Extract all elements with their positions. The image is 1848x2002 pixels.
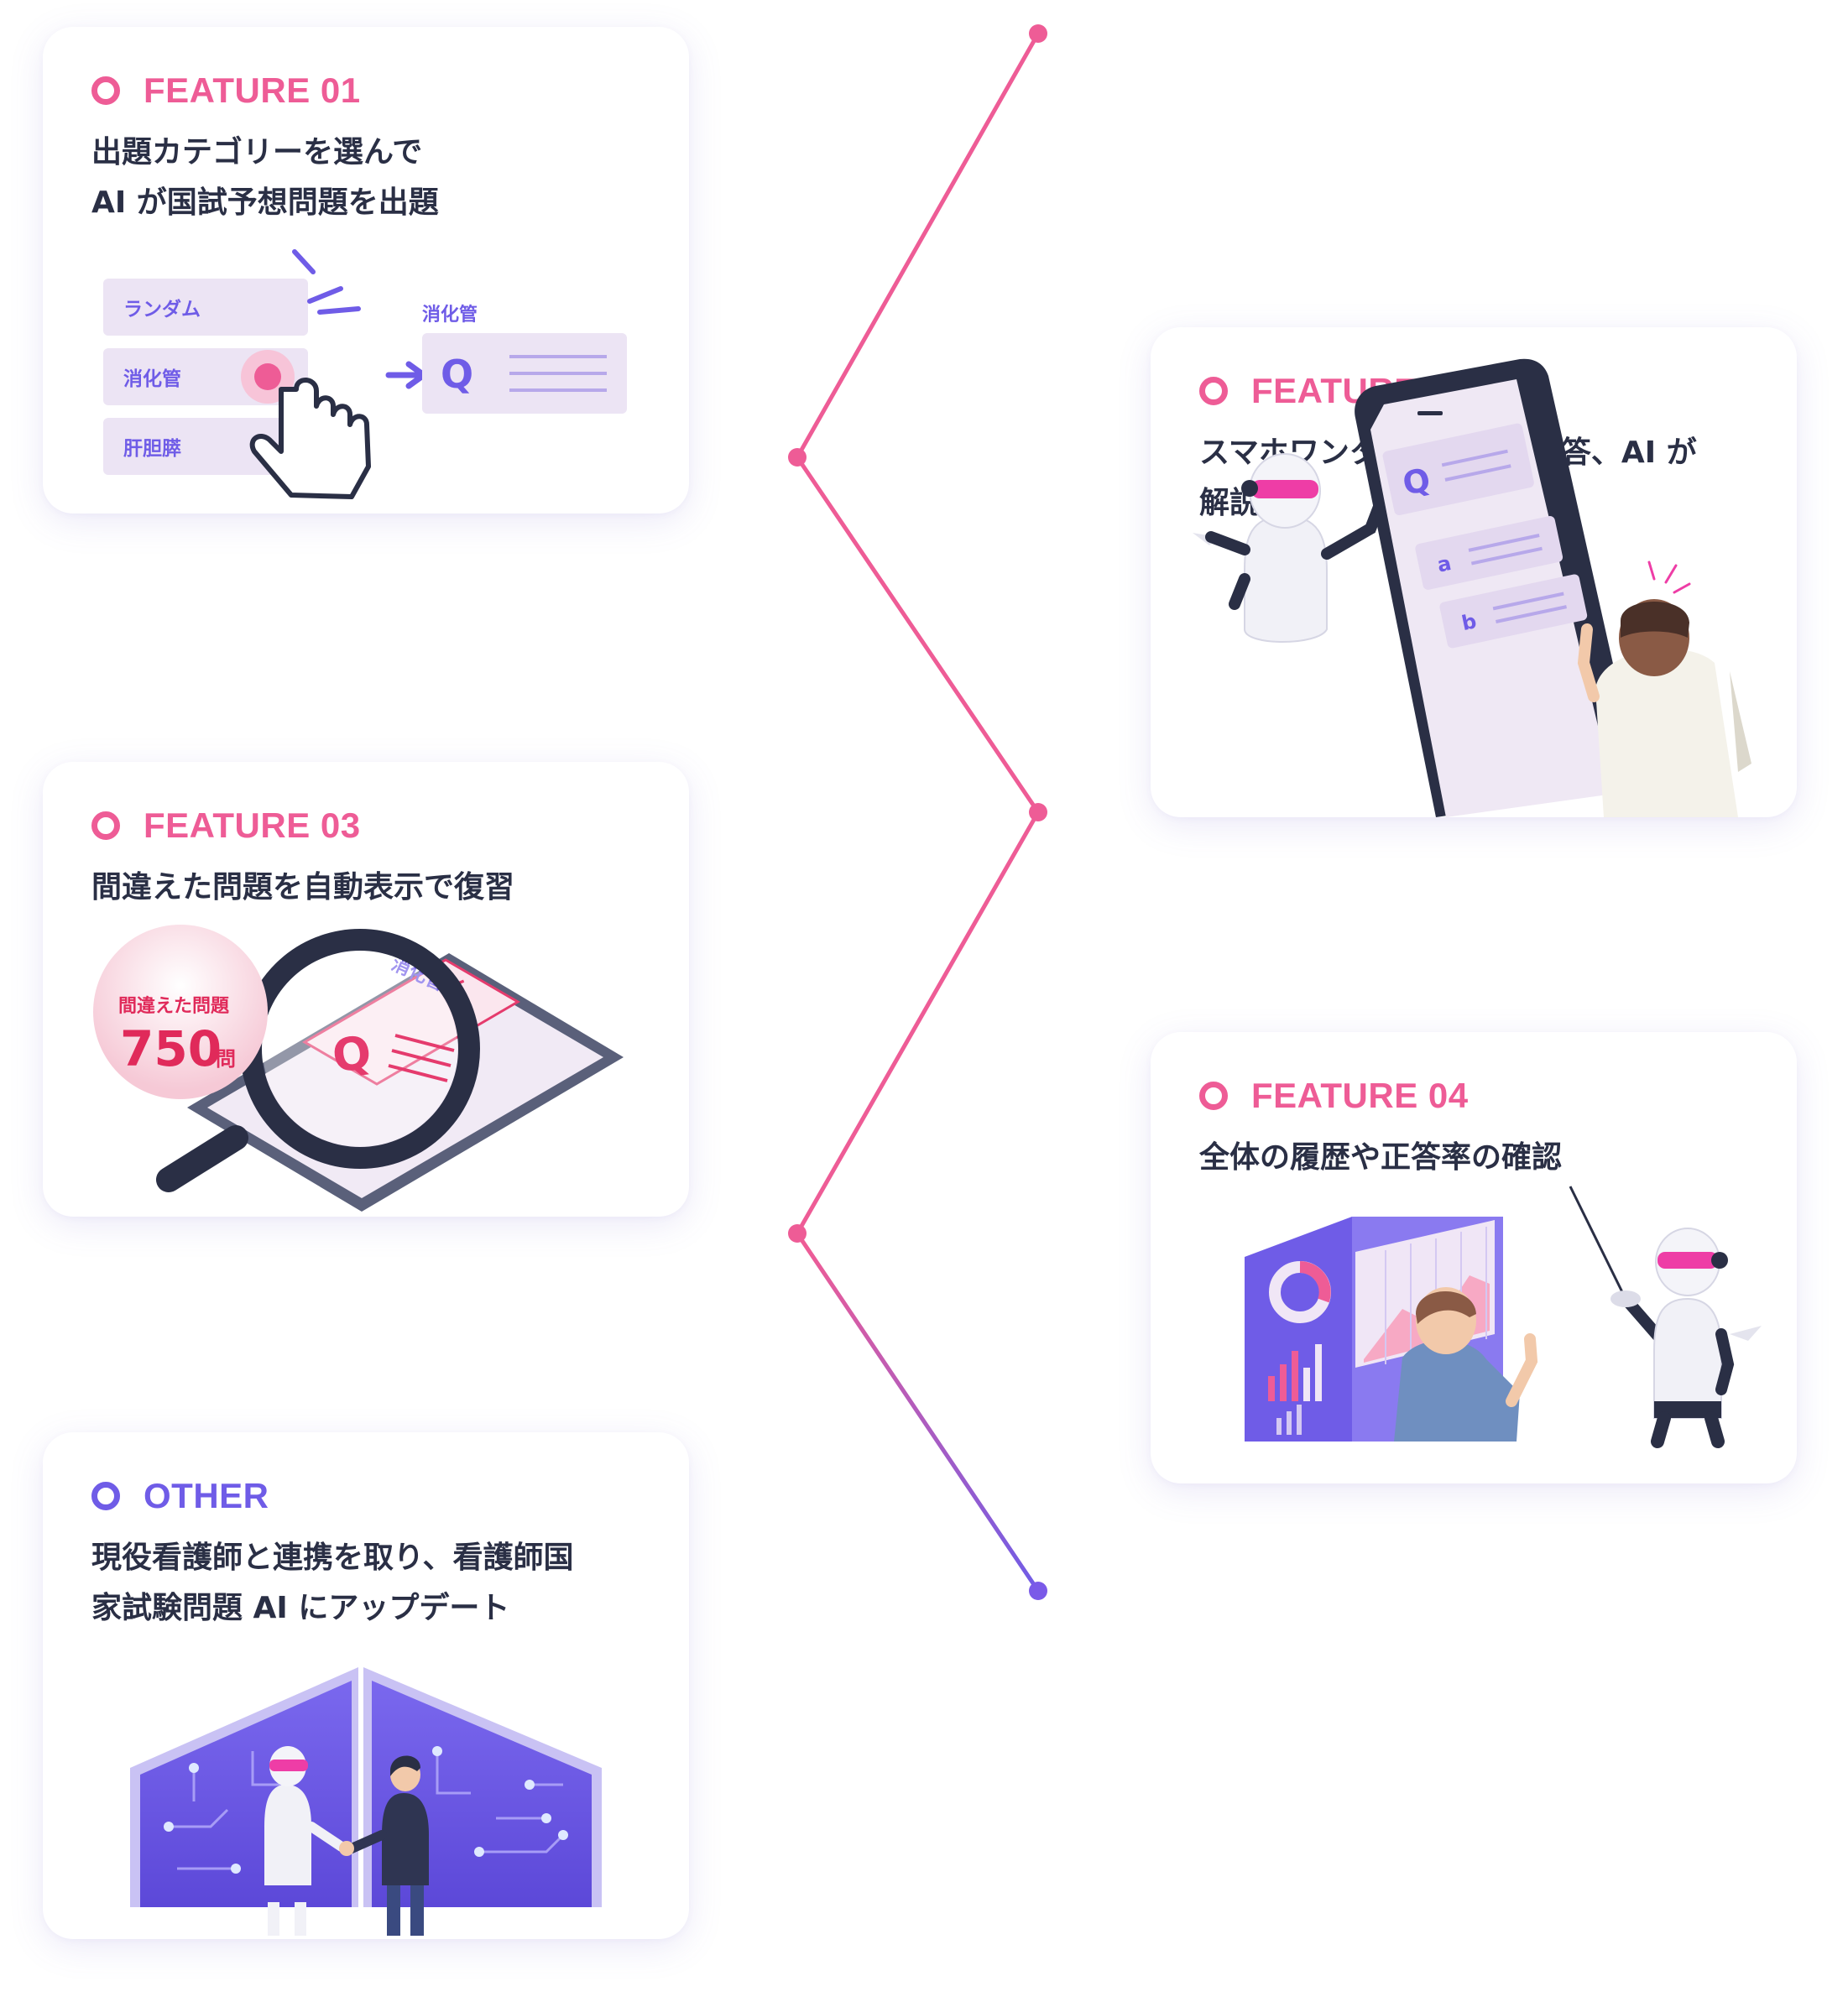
person-figure [347,1755,429,1936]
smartphone-icon: Q a b [1355,358,1641,817]
feature-label: OTHER [144,1476,269,1515]
category-item [103,279,308,336]
history-dashboard-illustration [1245,1186,1762,1448]
badge-unit: 問 [216,1047,236,1071]
arrow-right-icon [385,361,427,389]
robot-figure [264,1746,347,1936]
collaboration-illustration [130,1667,602,1936]
category-item [103,418,308,475]
feature-header: FEATURE 01 [91,70,361,111]
handshake-icon [339,1841,354,1856]
donut-chart-icon [1269,1261,1331,1323]
ring-icon [91,76,120,105]
category-label: 肝胆膵 [123,438,181,460]
option-b: b [1459,609,1479,635]
wrong-count-badge: 間違えた問題 750 問 [93,925,268,1099]
option-a: a [1435,551,1454,577]
feature-title: 現役看護師と連携を取り、看護師国 家試験問題 AI にアップデート [91,1541,574,1625]
burst-icon [292,249,361,315]
feature-label: FEATURE 01 [144,70,361,110]
feature-header: FEATURE 03 [91,805,361,846]
category-label: ランダム [123,298,201,321]
feature-card-01: FEATURE 01 出題カテゴリーを選んで AI が国試予想問題を出題 ランダ… [43,27,689,514]
ring-icon [91,811,120,840]
badge-count: 750 [120,1020,222,1077]
feature-label: FEATURE 04 [1251,1076,1469,1115]
timeline-line [795,32,1041,1593]
person-figure [1394,1287,1538,1442]
badge-label: 間違えた問題 [118,995,230,1017]
circuit-lines [169,1751,565,1870]
smartphone-qa-illustration: Q a b [1193,358,1751,817]
pointing-hand-icon [249,378,371,499]
selected-category-label: 消化管 [422,304,478,326]
category-select-illustration: ランダム 消化管 肝胆膵 消化管 Q [103,249,627,499]
feature-card-02: FEATURE 02 スマホワンタップで一問一答、AI が 解説 Q [1151,327,1797,817]
review-magnifier-illustration: 消化管 × Q 間違えた問題 750 問 [93,925,624,1212]
other-card: OTHER 現役看護師と連携を取り、看護師国 家試験問題 AI にアップデート [43,1432,689,1939]
question-mark-q: Q [441,352,473,397]
feature-title: 全体の履歴や正答率の確認 [1199,1140,1563,1175]
timeline-node [788,448,807,467]
feature-title: 出題カテゴリーを選んで AI が国試予想問題を出題 [91,135,439,220]
robot-figure [1569,1186,1762,1448]
feature-card-03: FEATURE 03 間違えた問題を自動表示で復習 消化管 × Q 間違えた問題… [43,762,689,1217]
ring-icon [1199,377,1228,405]
ring-icon [1199,1082,1228,1110]
timeline-node [1029,803,1047,821]
timeline-node [1029,1582,1047,1600]
category-label: 消化管 [123,368,181,390]
question-mark-q: Q [329,1025,374,1083]
ring-icon [91,1482,120,1510]
feature-label: FEATURE 03 [144,805,361,845]
surprise-marks-icon [1647,560,1691,594]
feature-title: 間違えた問題を自動表示で復習 [91,870,515,905]
feature-card-04: FEATURE 04 全体の履歴や正答率の確認 [1151,1032,1797,1483]
person-figure [1577,560,1751,817]
feature-header: FEATURE 04 [1199,1076,1469,1116]
timeline-node [1029,24,1047,43]
timeline-node [788,1224,807,1243]
bar-chart-icon [1268,1344,1322,1435]
feature-header: OTHER [91,1476,269,1516]
